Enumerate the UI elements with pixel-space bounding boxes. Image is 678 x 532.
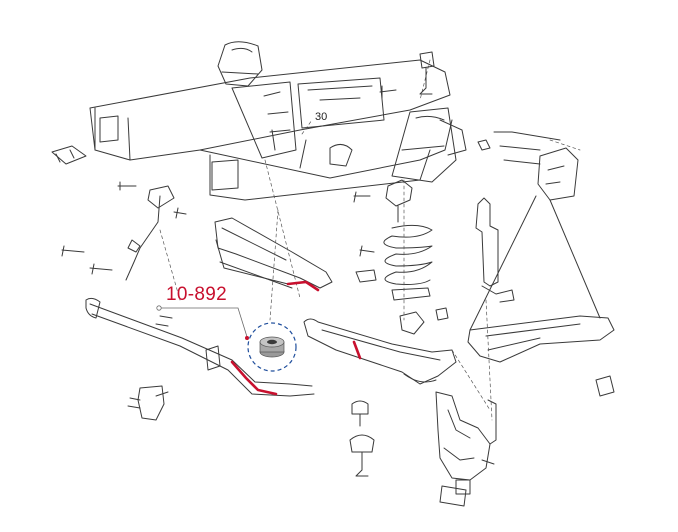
- callout-anchor-dot: [156, 305, 162, 311]
- callout-target-dot: [245, 336, 249, 340]
- upper-mount-hardware: [155, 51, 435, 397]
- coil-spring-shock: [355, 179, 515, 303]
- upper-control-arm: [214, 217, 333, 289]
- lower-control-arm: [303, 318, 457, 385]
- stabilizer-bar: [85, 297, 315, 397]
- right-trailing-arm: [467, 131, 615, 397]
- small-hardware-left: [51, 145, 187, 327]
- frame-assembly: [89, 41, 467, 201]
- reference-number-30: 30: [315, 111, 328, 123]
- highlight-upper-arm: [286, 280, 320, 292]
- callout-graphic: [156, 305, 297, 372]
- callout-leader-line: [160, 307, 249, 341]
- knuckle-hub: [435, 391, 497, 507]
- highlight-marks: [230, 280, 362, 396]
- highlight-stabilizer-bar: [230, 360, 278, 396]
- bushing-icon: [259, 336, 285, 358]
- leader-lines: [159, 59, 581, 421]
- part-number-label: 10-892: [166, 284, 227, 305]
- ball-joints: [127, 307, 449, 477]
- highlight-lower-arm: [352, 340, 362, 360]
